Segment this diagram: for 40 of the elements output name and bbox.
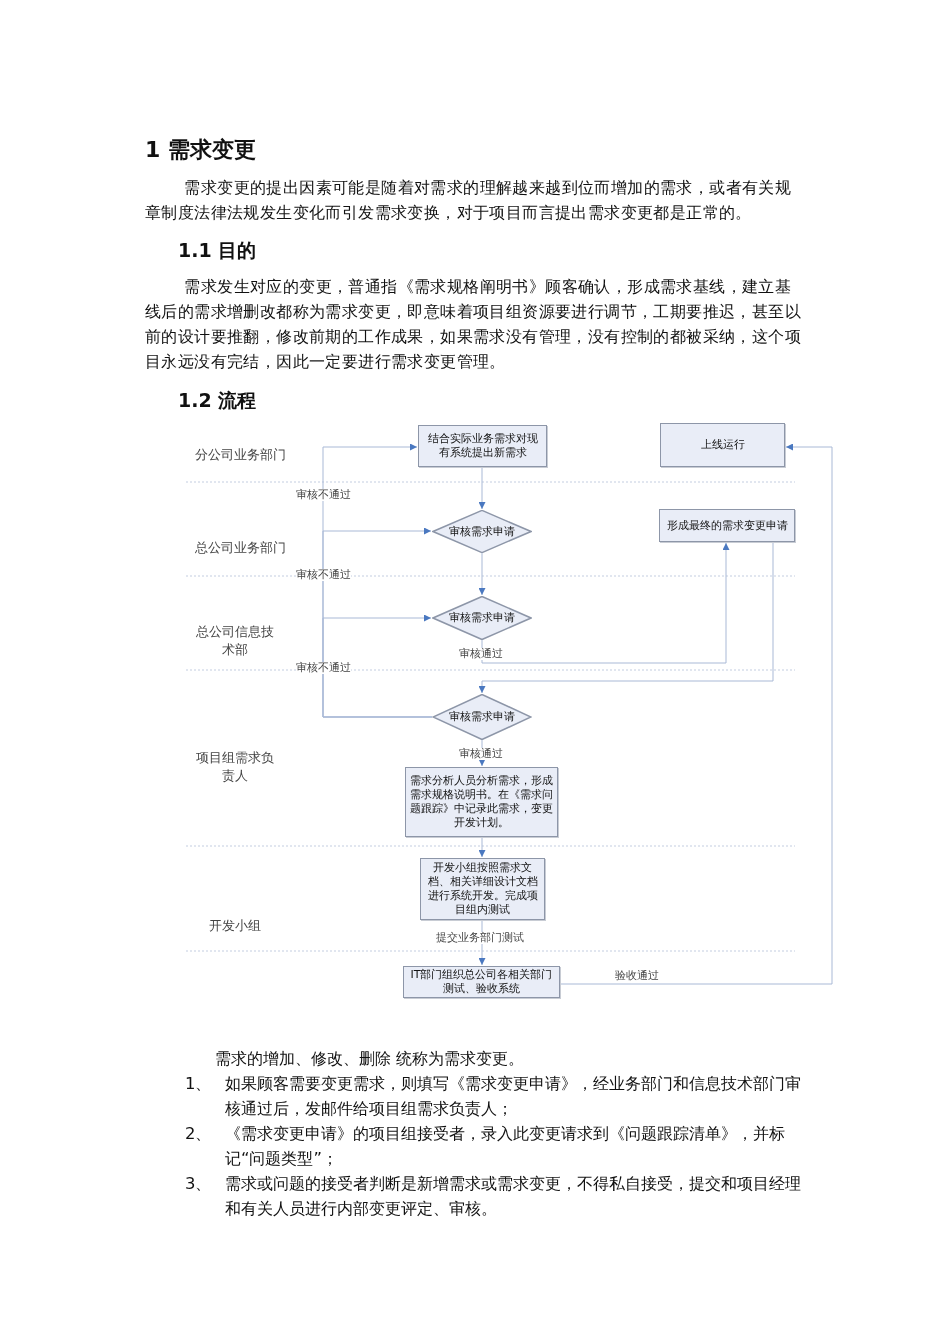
process-box: IT部门组织总公司各相关部门测试、验收系统 <box>403 966 560 998</box>
process-box: 需求分析人员分析需求，形成需求规格说明书。在《需求问题跟踪》中记录此需求，变更开发计划。 <box>405 767 558 837</box>
decision-diamond: 审核需求申请 <box>432 596 532 640</box>
list-number: 1、 <box>185 1073 213 1095</box>
edge-label: 审核通过 <box>459 748 503 760</box>
process-box: 结合实际业务需求对现有系统提出新需求 <box>418 425 547 467</box>
decision-diamond: 审核需求申请 <box>432 694 532 740</box>
arrow <box>478 466 486 510</box>
paragraph: 需求发生对应的变更，普通指《需求规格阐明书》顾客确认，形成需求基线，建立基线后的需求增删改都称为需求变更，即意味着项目组资源要进行调节，工期要推迟，甚至以前的设计要推翻，修改前期的工作成果，如果需求没有管理，没有控制的都被采纳，这个项目永远没有完结，因此一定要进行需求变更管理。 <box>145 276 802 373</box>
arrow <box>478 552 486 596</box>
list-item-text: 《需求变更申请》的项目组接受者，录入此变更请求到《问题跟踪清单》，并标记“问题类型”； <box>225 1123 786 1170</box>
lane-label: 总公司信息技术部 <box>195 623 275 659</box>
edge-label: 审核不通过 <box>296 662 351 674</box>
arrow <box>481 542 730 664</box>
process-box: 开发小组按照需求文档、相关详细设计文档进行系统开发。完成项目组内测试 <box>420 858 545 920</box>
arrow <box>478 541 774 694</box>
list-number: 3、 <box>185 1173 213 1195</box>
heading: 1.2 流程 <box>178 388 258 413</box>
arrow <box>478 836 486 858</box>
lane-label: 开发小组 <box>208 917 262 935</box>
process-box: 上线运行 <box>660 423 785 467</box>
list-number: 2、 <box>185 1123 213 1145</box>
edge-label: 审核通过 <box>459 648 503 660</box>
edge-label: 验收通过 <box>615 970 659 982</box>
paragraph: 需求变更的提出因素可能是随着对需求的理解越来越到位而增加的需求，或者有关规章制度法律法规发生变化而引发需求变换，对于项目而言提出需求变更都是正常的。 <box>145 177 793 224</box>
heading: 1.1 目的 <box>178 238 258 263</box>
heading: 1 需求变更 <box>145 136 257 164</box>
arrow <box>322 443 433 718</box>
lane-label: 分公司业务部门 <box>193 446 287 464</box>
list-item-text: 需求或问题的接受者判断是新增需求或需求变更，不得私自接受，提交和项目经理和有关人员进行内部变更评定、审核。 <box>225 1173 802 1220</box>
lane-label: 总公司业务部门 <box>193 539 287 557</box>
process-box: 形成最终的需求变更申请 <box>659 509 795 542</box>
edge-label: 提交业务部门测试 <box>436 932 524 944</box>
paragraph: 需求的增加、修改、删除 统称为需求变更。 <box>215 1048 526 1070</box>
lane-label: 项目组需求负责人 <box>195 749 275 785</box>
edge-label: 审核不通过 <box>296 489 351 501</box>
list-item-text: 如果顾客需要变更需求，则填写《需求变更申请》，经业务部门和信息技术部门审核通过后，发邮件给项目组需求负责人； <box>225 1073 802 1120</box>
arrow <box>559 443 833 985</box>
decision-diamond: 审核需求申请 <box>432 510 532 553</box>
edge-label: 审核不通过 <box>296 569 351 581</box>
